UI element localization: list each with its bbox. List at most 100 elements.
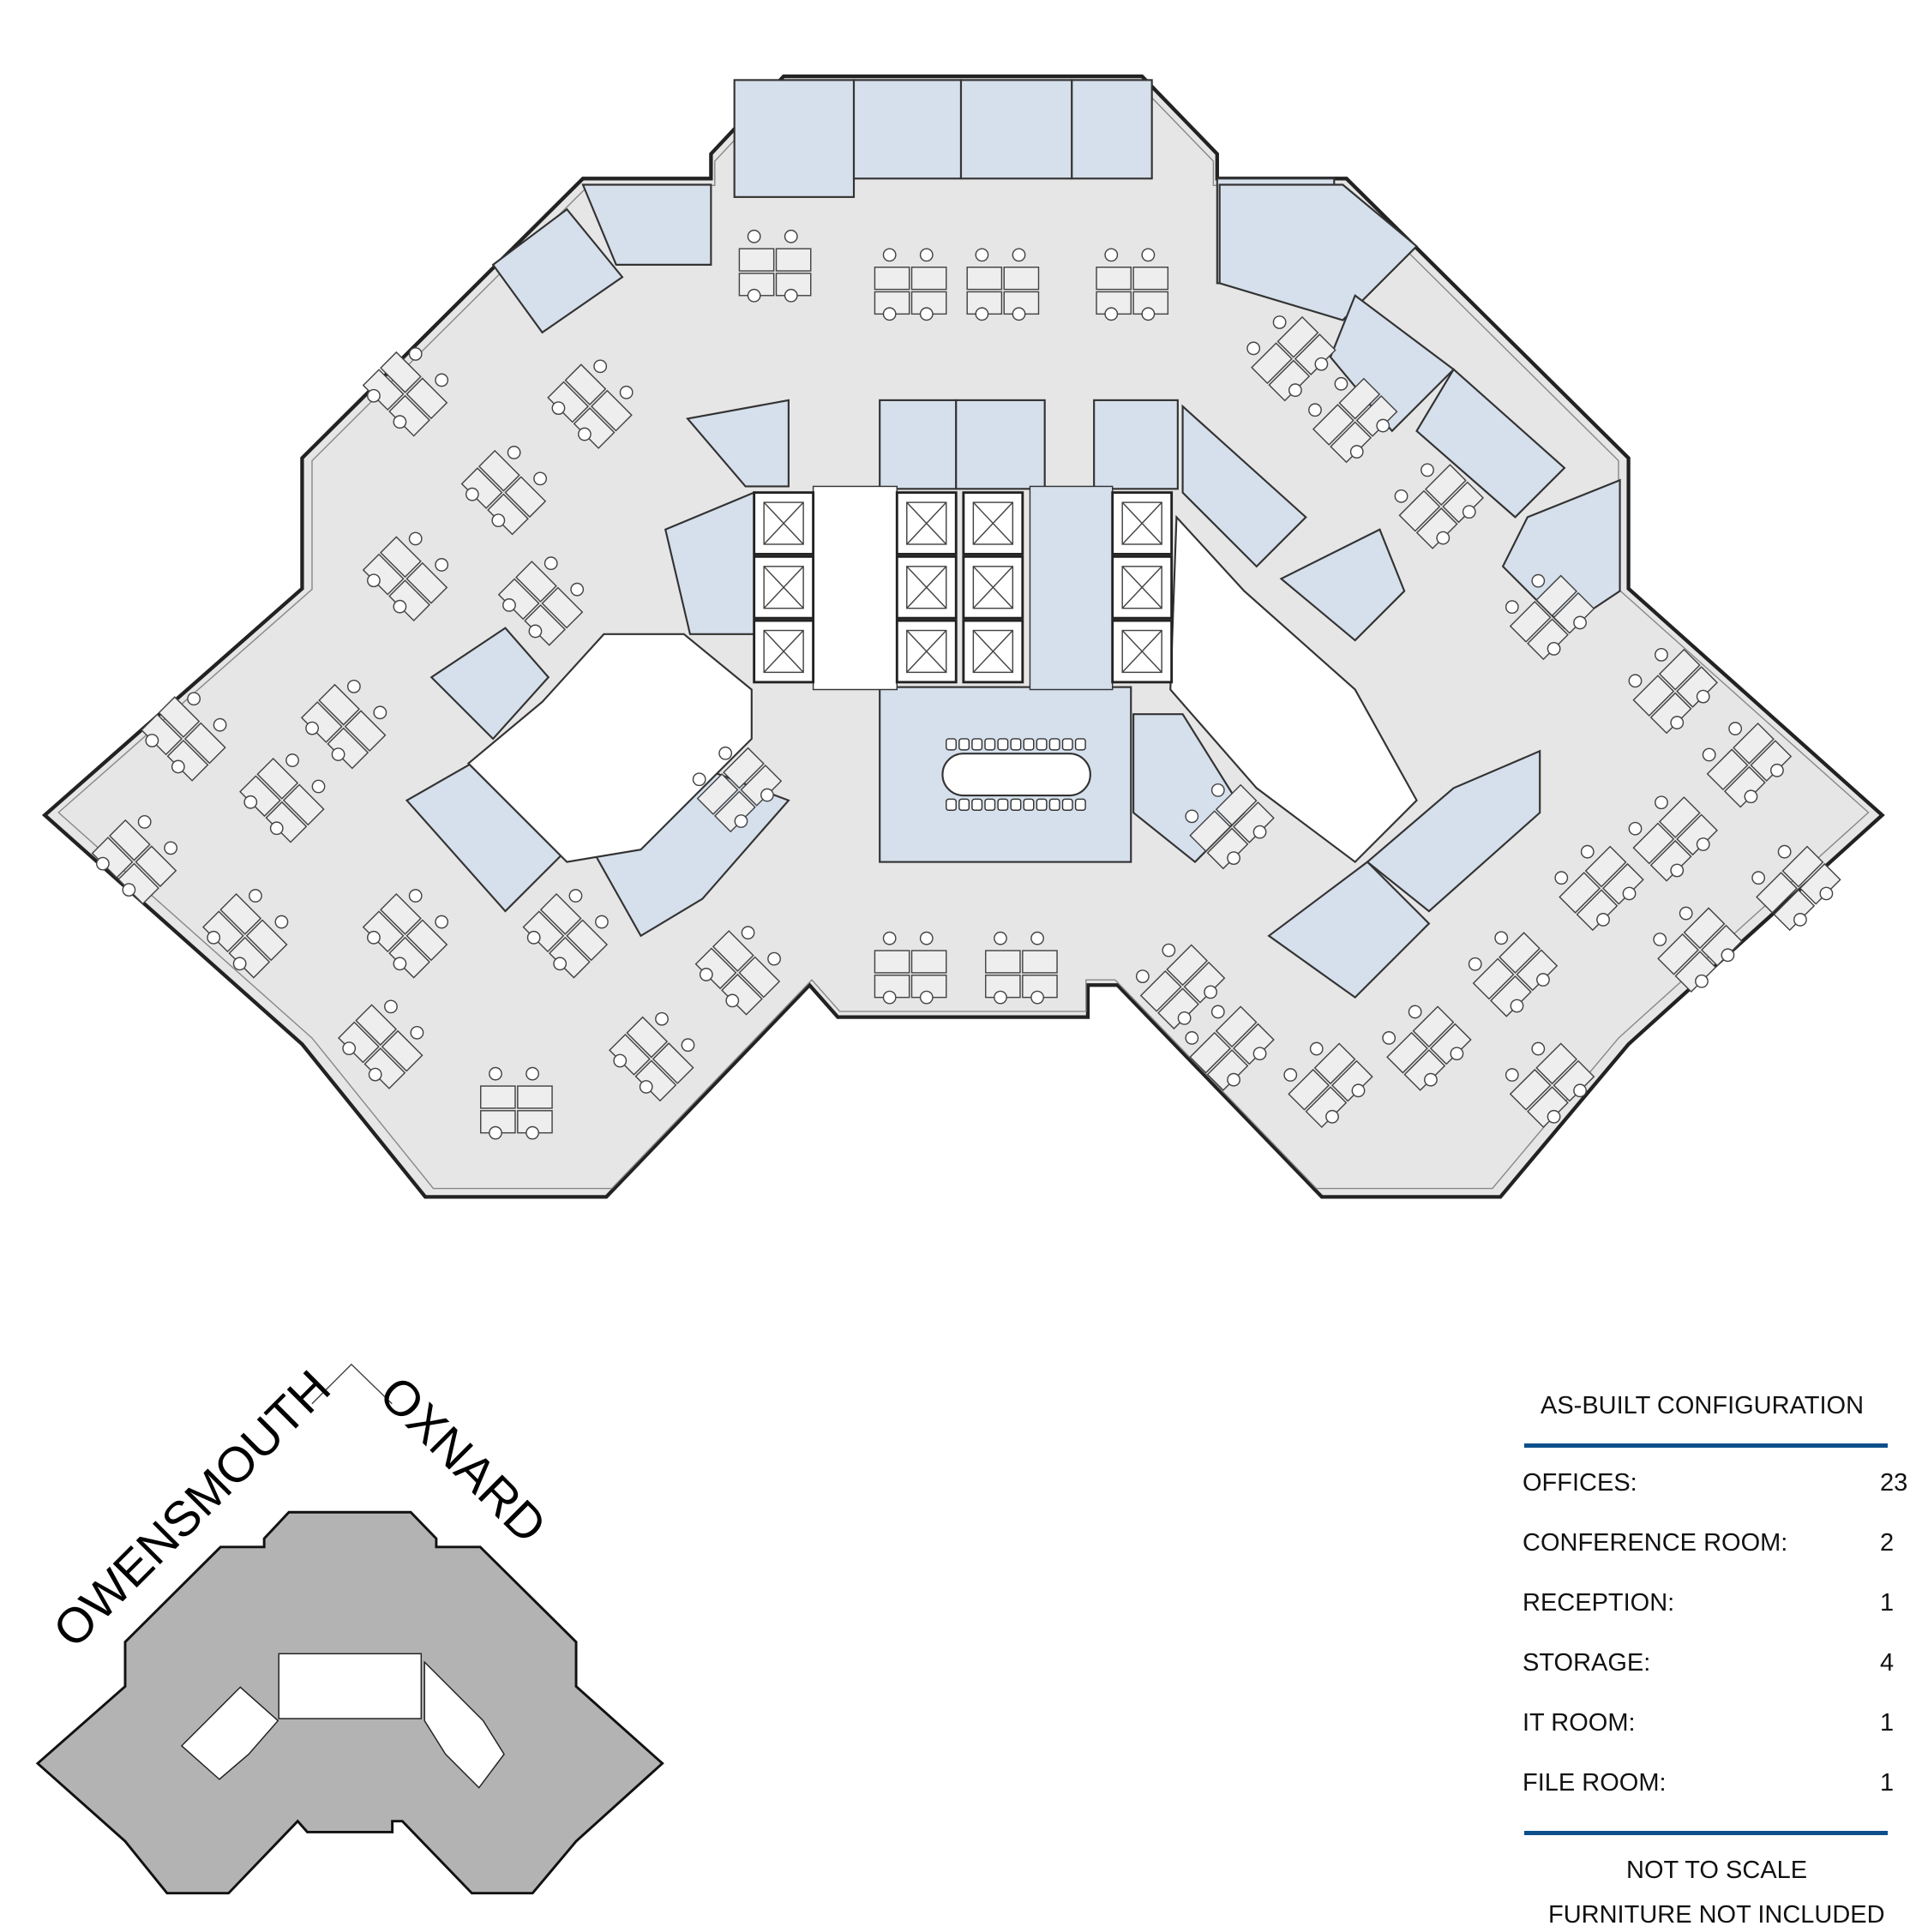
- chair-icon: [1655, 647, 1668, 662]
- chair-icon: [367, 573, 381, 588]
- chair-icon: [1334, 376, 1348, 391]
- desk: [480, 1085, 516, 1109]
- chair-icon: [997, 738, 1009, 751]
- chair-icon: [1721, 948, 1735, 963]
- chair-icon: [1408, 1005, 1422, 1019]
- chair-icon: [725, 993, 740, 1008]
- chair-icon: [1309, 1041, 1324, 1056]
- desk: [256, 758, 299, 800]
- elevator-frame: [1121, 501, 1162, 545]
- chair-icon: [1252, 1047, 1267, 1061]
- chair-icon: [435, 558, 449, 572]
- chair-icon: [1770, 763, 1784, 777]
- desk: [966, 267, 1003, 291]
- office-room: [852, 79, 963, 180]
- legend-divider: [1524, 1443, 1888, 1448]
- workstation-cluster: [1468, 931, 1559, 1017]
- chair-icon: [984, 798, 996, 811]
- chair-icon: [1573, 1083, 1587, 1098]
- workstation-cluster: [738, 229, 812, 303]
- desk: [135, 845, 177, 888]
- chair-icon: [285, 753, 299, 767]
- chair-icon: [1777, 844, 1792, 859]
- chair-icon: [1382, 1031, 1396, 1045]
- office-room: [686, 399, 790, 488]
- legend-label: OFFICES:: [1523, 1469, 1637, 1497]
- conference-table: [941, 753, 1091, 797]
- chair-icon: [410, 1025, 424, 1040]
- office-room: [581, 183, 712, 266]
- chair-icon: [1468, 957, 1482, 971]
- desk: [1733, 722, 1775, 765]
- chair-icon: [958, 798, 970, 811]
- desk: [1288, 1068, 1330, 1111]
- chair-icon: [502, 598, 516, 612]
- elevator-frame: [972, 566, 1014, 609]
- chair-icon: [1074, 738, 1086, 751]
- desk: [1535, 574, 1578, 617]
- chair-icon: [734, 814, 748, 828]
- desk: [1559, 872, 1601, 914]
- chair-icon: [1462, 505, 1476, 519]
- chair-icon: [997, 798, 1009, 811]
- office-room: [1218, 183, 1419, 321]
- stair-core: [1169, 514, 1418, 864]
- desk: [381, 1029, 423, 1072]
- desk: [158, 696, 201, 738]
- chair-icon: [1670, 716, 1685, 729]
- chair-icon: [393, 599, 407, 614]
- office-room: [955, 399, 1046, 490]
- desk: [1472, 957, 1515, 1000]
- chair-icon: [1010, 798, 1022, 811]
- office-room: [959, 79, 1073, 180]
- chair-icon: [1314, 357, 1329, 371]
- desk: [1584, 845, 1627, 888]
- legend-value: 4: [1880, 1649, 1895, 1677]
- chair-icon: [1204, 985, 1217, 999]
- chair-icon: [1227, 1072, 1240, 1087]
- chair-icon: [1554, 871, 1569, 885]
- desk: [566, 919, 609, 962]
- desk: [477, 449, 520, 492]
- chair-icon: [1536, 973, 1550, 987]
- legend-label: IT ROOM:: [1523, 1709, 1636, 1737]
- office-room: [879, 399, 958, 490]
- chair-icon: [882, 931, 897, 945]
- chair-icon: [1061, 798, 1073, 811]
- desk: [626, 1016, 669, 1059]
- chair-icon: [384, 999, 398, 1014]
- note-furniture: FURNITURE NOT INCLUDED: [1548, 1901, 1885, 1929]
- chair-icon: [1547, 641, 1561, 656]
- legend-row-file-room: FILE ROOM:1: [1523, 1769, 1908, 1797]
- elevator-cross-icon: [763, 630, 804, 673]
- chair-icon: [489, 1125, 502, 1140]
- workstation-cluster: [362, 889, 449, 979]
- workstation-cluster: [522, 889, 609, 979]
- elevator-frame: [763, 566, 804, 609]
- chair-icon: [1695, 974, 1709, 988]
- chair-icon: [919, 307, 934, 321]
- chair-icon: [1141, 248, 1156, 262]
- chair-icon: [1793, 913, 1807, 927]
- desk: [1251, 342, 1293, 385]
- legend-divider: [1524, 1831, 1888, 1835]
- chair-icon: [526, 930, 541, 945]
- legend-value: 2: [1880, 1529, 1895, 1557]
- chair-icon: [1185, 809, 1199, 824]
- desk: [910, 950, 947, 974]
- workstation-cluster: [362, 531, 449, 621]
- chair-icon: [137, 814, 152, 829]
- chair-icon: [122, 883, 136, 897]
- desk: [652, 1042, 694, 1084]
- chair-icon: [1104, 248, 1119, 262]
- chair-icon: [1246, 341, 1261, 356]
- chair-icon: [692, 772, 706, 787]
- desk: [1139, 969, 1182, 1012]
- desk: [1781, 845, 1824, 888]
- chair-icon: [213, 717, 227, 732]
- chair-icon: [269, 821, 284, 836]
- chair-icon: [1141, 307, 1156, 321]
- chair-icon: [1012, 307, 1026, 321]
- desk: [1166, 944, 1209, 987]
- elevator-lobby: [812, 485, 898, 691]
